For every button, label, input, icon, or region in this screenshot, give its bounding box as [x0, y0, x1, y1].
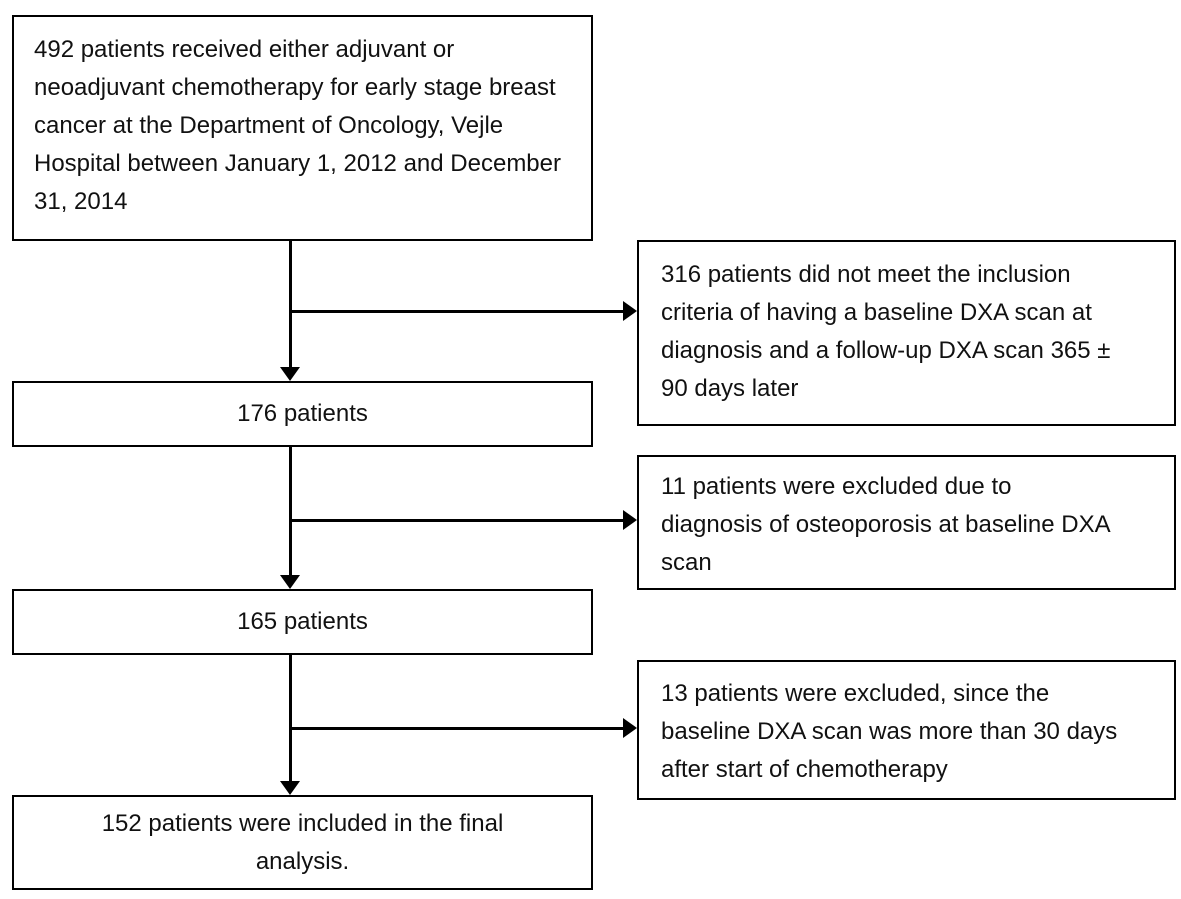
box-excluded-inclusion-criteria: 316 patients did not meet the inclusion …	[637, 240, 1176, 426]
box-165-patients: 165 patients	[12, 589, 593, 655]
connector-line-3	[289, 655, 292, 782]
arrow-down-icon	[280, 575, 300, 589]
arrow-right-icon	[623, 301, 637, 321]
branch-line-3	[290, 727, 624, 730]
box-165-patients-text: 165 patients	[237, 608, 368, 635]
box-enrolled-patients: 492 patients received either adjuvant or…	[12, 15, 593, 241]
box-excluded-inclusion-criteria-text: 316 patients did not meet the inclusion …	[661, 261, 1111, 402]
branch-line-1	[290, 310, 624, 313]
box-final-analysis-text: 152 patients were included in the final …	[101, 809, 504, 875]
box-excluded-late-baseline-scan: 13 patients were excluded, since the bas…	[637, 660, 1176, 800]
connector-line-2	[289, 447, 292, 576]
arrow-right-icon	[623, 510, 637, 530]
arrow-right-icon	[623, 718, 637, 738]
box-excluded-late-baseline-scan-text: 13 patients were excluded, since the bas…	[661, 680, 1118, 783]
box-enrolled-patients-text: 492 patients received either adjuvant or…	[34, 36, 561, 215]
box-excluded-osteoporosis: 11 patients were excluded due to diagnos…	[637, 455, 1176, 590]
connector-line-1	[289, 240, 292, 368]
branch-line-2	[290, 519, 624, 522]
arrow-down-icon	[280, 367, 300, 381]
box-176-patients: 176 patients	[12, 381, 593, 447]
box-excluded-osteoporosis-text: 11 patients were excluded due to diagnos…	[661, 473, 1110, 576]
box-final-analysis: 152 patients were included in the final …	[12, 795, 593, 890]
box-176-patients-text: 176 patients	[237, 400, 368, 427]
arrow-down-icon	[280, 781, 300, 795]
